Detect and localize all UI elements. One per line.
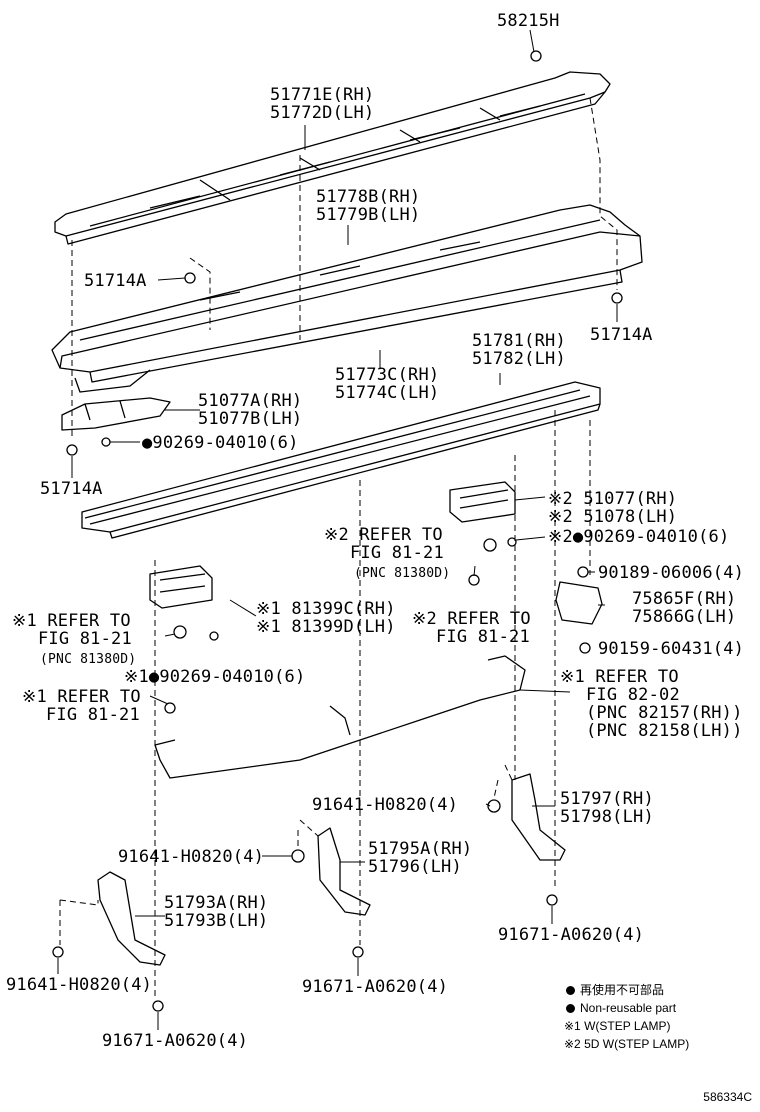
legend-jp: 再使用不可部品 <box>566 982 664 998</box>
label-refer-d-4: (PNC 82158(LH)) <box>586 721 743 741</box>
bracket-51077a <box>61 397 171 431</box>
label-51798: 51798(LH) <box>560 807 654 827</box>
label-90189: 90189-06006(4) <box>598 563 745 583</box>
label-81399d: ※1 81399D(LH) <box>256 617 396 637</box>
label-refer-e-1: ※1 REFER TO <box>22 687 141 707</box>
label-51795a: 51795A(RH) <box>368 839 473 859</box>
label-51793a: 51793A(RH) <box>164 893 269 913</box>
label-51714a-lower: 51714A <box>40 479 103 499</box>
legend-jp-text: 再使用不可部品 <box>580 983 665 997</box>
label-51773c: 51773C(RH) <box>335 365 440 385</box>
stay-51795a <box>317 827 371 916</box>
label-51796: 51796(LH) <box>368 857 462 877</box>
label-90269-a: ●90269-04010(6) <box>142 433 299 453</box>
label-90269-c: ※1●90269-04010(6) <box>124 667 306 687</box>
diagram-code: 586334C <box>703 1090 752 1104</box>
label-58215h: 58215H <box>497 11 560 31</box>
label-51782: 51782(LH) <box>472 349 566 369</box>
label-refer-e-2: FIG 81-21 <box>46 705 140 725</box>
step-body <box>51 204 643 393</box>
label-refer-c-2: FIG 81-21 <box>436 627 530 647</box>
stay-51793a <box>97 871 166 966</box>
label-51772d: 51772D(LH) <box>270 103 375 123</box>
label-51077a: 51077A(RH) <box>198 391 303 411</box>
dashed-guides <box>59 97 618 998</box>
label-51077b: 51077B(LH) <box>198 409 303 429</box>
label-51797: 51797(RH) <box>560 789 654 809</box>
label-75865f: 75865F(RH) <box>632 589 737 609</box>
fasteners <box>52 50 623 1012</box>
label-refer-d-2: FIG 82-02 <box>586 685 680 705</box>
label-51077: ※2 51077(RH) <box>548 489 678 509</box>
label-refer-a-2: FIG 81-21 <box>350 543 444 563</box>
step-lamp <box>555 581 603 625</box>
legend-note-2: ※2 5D W(STEP LAMP) <box>564 1037 690 1051</box>
label-refer-b-1: ※1 REFER TO <box>12 611 131 631</box>
label-refer-c-1: ※2 REFER TO <box>412 609 531 629</box>
label-51771e: 51771E(RH) <box>270 85 375 105</box>
label-refer-d-3: (PNC 82157(RH)) <box>586 703 743 723</box>
label-75866g: 75866G(LH) <box>632 607 737 627</box>
filled-dot-icon <box>566 1004 575 1013</box>
leader-lines <box>57 29 618 1030</box>
stay-51797 <box>511 773 566 861</box>
label-81399c: ※1 81399C(RH) <box>256 599 396 619</box>
label-91641-b: 91641-H0820(4) <box>118 847 265 867</box>
label-91671-a: 91671-A0620(4) <box>498 925 645 945</box>
label-refer-b-3: (PNC 81380D) <box>40 652 137 667</box>
lamp-bracket-51077 <box>449 481 516 523</box>
lamp-bracket-81399c <box>149 565 213 609</box>
label-91671-c: 91671-A0620(4) <box>102 1031 249 1051</box>
label-refer-d-1: ※1 REFER TO <box>560 667 679 687</box>
label-refer-a-1: ※2 REFER TO <box>324 525 443 545</box>
legend-en: Non-reusable part <box>566 1000 676 1016</box>
label-91671-b: 91671-A0620(4) <box>302 977 449 997</box>
legend-note-1: ※1 W(STEP LAMP) <box>564 1019 671 1033</box>
label-51078: ※2 51078(LH) <box>548 507 678 527</box>
filled-dot-icon <box>566 986 575 995</box>
legend-en-text: Non-reusable part <box>580 1001 677 1015</box>
label-90159: 90159-60431(4) <box>598 639 745 659</box>
label-refer-a-3: (PNC 81380D) <box>354 566 451 581</box>
label-51781: 51781(RH) <box>472 331 566 351</box>
label-51793b: 51793B(LH) <box>164 911 269 931</box>
label-51714a-right: 51714A <box>590 325 653 345</box>
label-51714a-upper: 51714A <box>84 271 147 291</box>
label-90269-b: ※2●90269-04010(6) <box>548 527 730 547</box>
step-cover-top <box>54 71 611 245</box>
label-51779b: 51779B(LH) <box>316 205 421 225</box>
label-91641-c: 91641-H0820(4) <box>6 975 153 995</box>
label-refer-b-2: FIG 81-21 <box>38 629 132 649</box>
step-rail <box>81 381 601 539</box>
label-51778b: 51778B(RH) <box>316 187 421 207</box>
label-51774c: 51774C(LH) <box>335 383 440 403</box>
label-91641-a: 91641-H0820(4) <box>312 795 459 815</box>
